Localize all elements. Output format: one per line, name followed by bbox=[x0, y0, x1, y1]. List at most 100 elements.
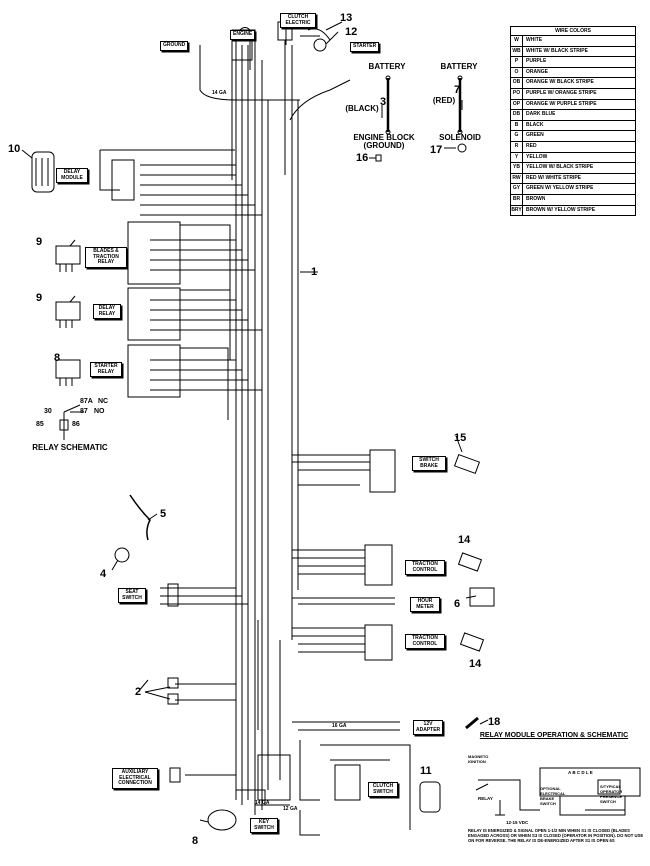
tag-auxiliary-connection: AUXILIARY ELECTRICAL CONNECTION bbox=[112, 768, 158, 789]
relay-icon-1 bbox=[55, 245, 81, 272]
relay-schematic-title: RELAY SCHEMATIC bbox=[32, 443, 108, 452]
relay-module-note: RELAY IS ENERGIZED & SIGNAL OPEN 1-1/2 M… bbox=[468, 828, 644, 843]
wire-color-code: B bbox=[511, 120, 523, 131]
magneto-label: MAGNETO IGNITION bbox=[468, 754, 489, 764]
tag-clutch-electric: CLUTCH ELECTRIC bbox=[280, 13, 316, 28]
wire-color-name: ORANGE W/ PURPLE STRIPE bbox=[526, 100, 597, 107]
wire-color-name: BLACK bbox=[526, 121, 544, 128]
relay-module-panel: RELAY MODULE OPERATION & SCHEMATIC MAGNE… bbox=[468, 732, 643, 843]
callout-14b: 14 bbox=[469, 658, 482, 670]
wire-color-name: GREEN bbox=[526, 132, 544, 139]
wire-color-code: W bbox=[511, 36, 523, 46]
callout-16: 16 bbox=[356, 152, 369, 164]
callout-8b: 8 bbox=[54, 352, 61, 364]
tag-key-switch: KEY SWITCH bbox=[250, 818, 278, 833]
battery-red-label: BATTERY bbox=[440, 62, 478, 71]
relay-schematic bbox=[59, 404, 84, 440]
accessory-parts bbox=[114, 28, 495, 831]
battery-cables bbox=[375, 75, 467, 162]
wire-color-name: ORANGE bbox=[526, 68, 548, 75]
wire-color-code: OB bbox=[511, 78, 523, 88]
tag-blades-traction-relay: BLADES & TRACTION RELAY bbox=[85, 247, 127, 268]
wire-color-code: O bbox=[511, 67, 523, 78]
callout-9: 9 bbox=[36, 236, 43, 248]
wire-color-name: ORANGE W/ BLACK STRIPE bbox=[526, 79, 594, 86]
tag-delay-relay: DELAY RELAY bbox=[93, 304, 121, 319]
callout-14: 14 bbox=[458, 534, 471, 546]
tag-seat-switch: SEAT SWITCH bbox=[118, 588, 146, 603]
wire-color-code: Y bbox=[511, 152, 523, 163]
wire-color-code: G bbox=[511, 131, 523, 141]
wire-color-name: BROWN W/ YELLOW STRIPE bbox=[526, 206, 596, 213]
tag-hour-meter: HOUR METER bbox=[410, 597, 440, 612]
callout-12: 12 bbox=[345, 26, 358, 38]
tag-traction-control-1: TRACTION CONTROL bbox=[405, 560, 445, 575]
callout-10: 10 bbox=[8, 143, 21, 155]
callout-17: 17 bbox=[430, 144, 443, 156]
wire-color-name: RED W/ WHITE STRIPE bbox=[526, 174, 581, 181]
callout-13: 13 bbox=[340, 12, 353, 24]
wire-color-name: YELLOW bbox=[526, 153, 548, 160]
tag-engine: ENGINE bbox=[230, 30, 256, 40]
wire-color-name: PURPLE W/ ORANGE STRIPE bbox=[526, 89, 597, 96]
wire-color-name: DARK BLUE bbox=[526, 111, 556, 118]
callout-15: 15 bbox=[454, 432, 467, 444]
callout-18: 18 bbox=[488, 716, 501, 728]
relay-86: 86 bbox=[72, 421, 80, 428]
wire-color-code: YB bbox=[511, 163, 523, 173]
relay-3-wiring bbox=[127, 344, 262, 420]
callout-6: 6 bbox=[454, 598, 461, 610]
relay-2-wiring bbox=[127, 287, 262, 360]
vdc-label: 12-15 VDC bbox=[506, 820, 529, 825]
callout-1: 1 bbox=[311, 266, 318, 278]
battery-black-note: (BLACK) bbox=[345, 104, 379, 113]
gauge-label-top: 14 GA bbox=[212, 90, 227, 96]
tag-starter: STARTER bbox=[350, 42, 380, 52]
wire-color-name: YELLOW W/ BLACK STRIPE bbox=[526, 164, 594, 171]
relay-pins: A B C D L E bbox=[568, 770, 593, 775]
callout-7: 7 bbox=[454, 84, 461, 96]
callout-4: 4 bbox=[100, 568, 107, 580]
callout-11: 11 bbox=[420, 765, 432, 777]
delay-module-icon bbox=[31, 151, 55, 193]
callout-5: 5 bbox=[160, 508, 167, 520]
tag-switch-brake: SWITCH BRAKE bbox=[412, 456, 446, 471]
wire-color-code: R bbox=[511, 141, 523, 152]
top-wiring bbox=[199, 25, 351, 180]
relay-85: 85 bbox=[36, 421, 44, 428]
delay-module-wiring bbox=[99, 149, 262, 216]
wire-color-code: BRY bbox=[511, 205, 523, 216]
battery-red-note: (RED) bbox=[432, 96, 456, 105]
callout-3: 3 bbox=[380, 96, 387, 108]
wire-color-code: BR bbox=[511, 194, 523, 205]
wire-color-code: RW bbox=[511, 173, 523, 184]
engine-block-note: (GROUND) bbox=[363, 141, 405, 150]
tag-delay-module: DELAY MODULE bbox=[56, 168, 88, 183]
wire-color-code: WB bbox=[511, 46, 523, 57]
gauge-label-key-2: 12 GA bbox=[283, 806, 298, 812]
wire-color-code: PO bbox=[511, 88, 523, 99]
main-harness bbox=[235, 30, 299, 815]
relay-1-wiring bbox=[127, 221, 255, 300]
relay-icon-3 bbox=[55, 359, 81, 386]
wire-color-name: WHITE bbox=[526, 37, 543, 43]
callout-8: 8 bbox=[192, 835, 199, 847]
relay-87a: 87A bbox=[80, 398, 93, 405]
engine-block-label: ENGINE BLOCK bbox=[353, 133, 415, 142]
wire-color-name: PURPLE bbox=[526, 58, 547, 65]
